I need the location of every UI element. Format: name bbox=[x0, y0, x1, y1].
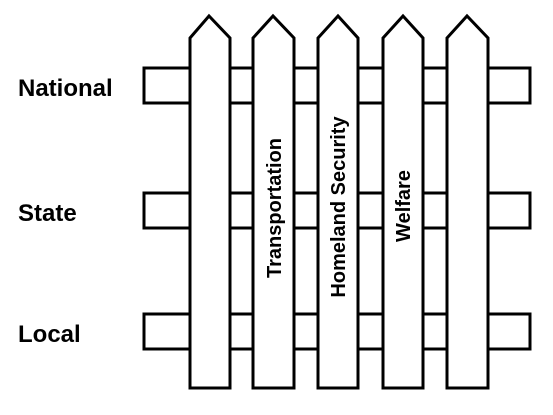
picket-label-transportation: Transportation bbox=[264, 138, 286, 278]
picket-label-homeland-security: Homeland Security bbox=[328, 116, 350, 298]
picket-1 bbox=[188, 13, 232, 390]
level-label-local: Local bbox=[18, 321, 81, 348]
level-label-state: State bbox=[18, 200, 77, 227]
picket-homeland-security bbox=[316, 13, 360, 390]
picket-label-welfare: Welfare bbox=[393, 170, 415, 242]
picket-welfare bbox=[381, 13, 425, 390]
picket-transportation bbox=[251, 13, 296, 390]
level-label-national: National bbox=[18, 75, 113, 102]
picket-5 bbox=[445, 13, 490, 390]
